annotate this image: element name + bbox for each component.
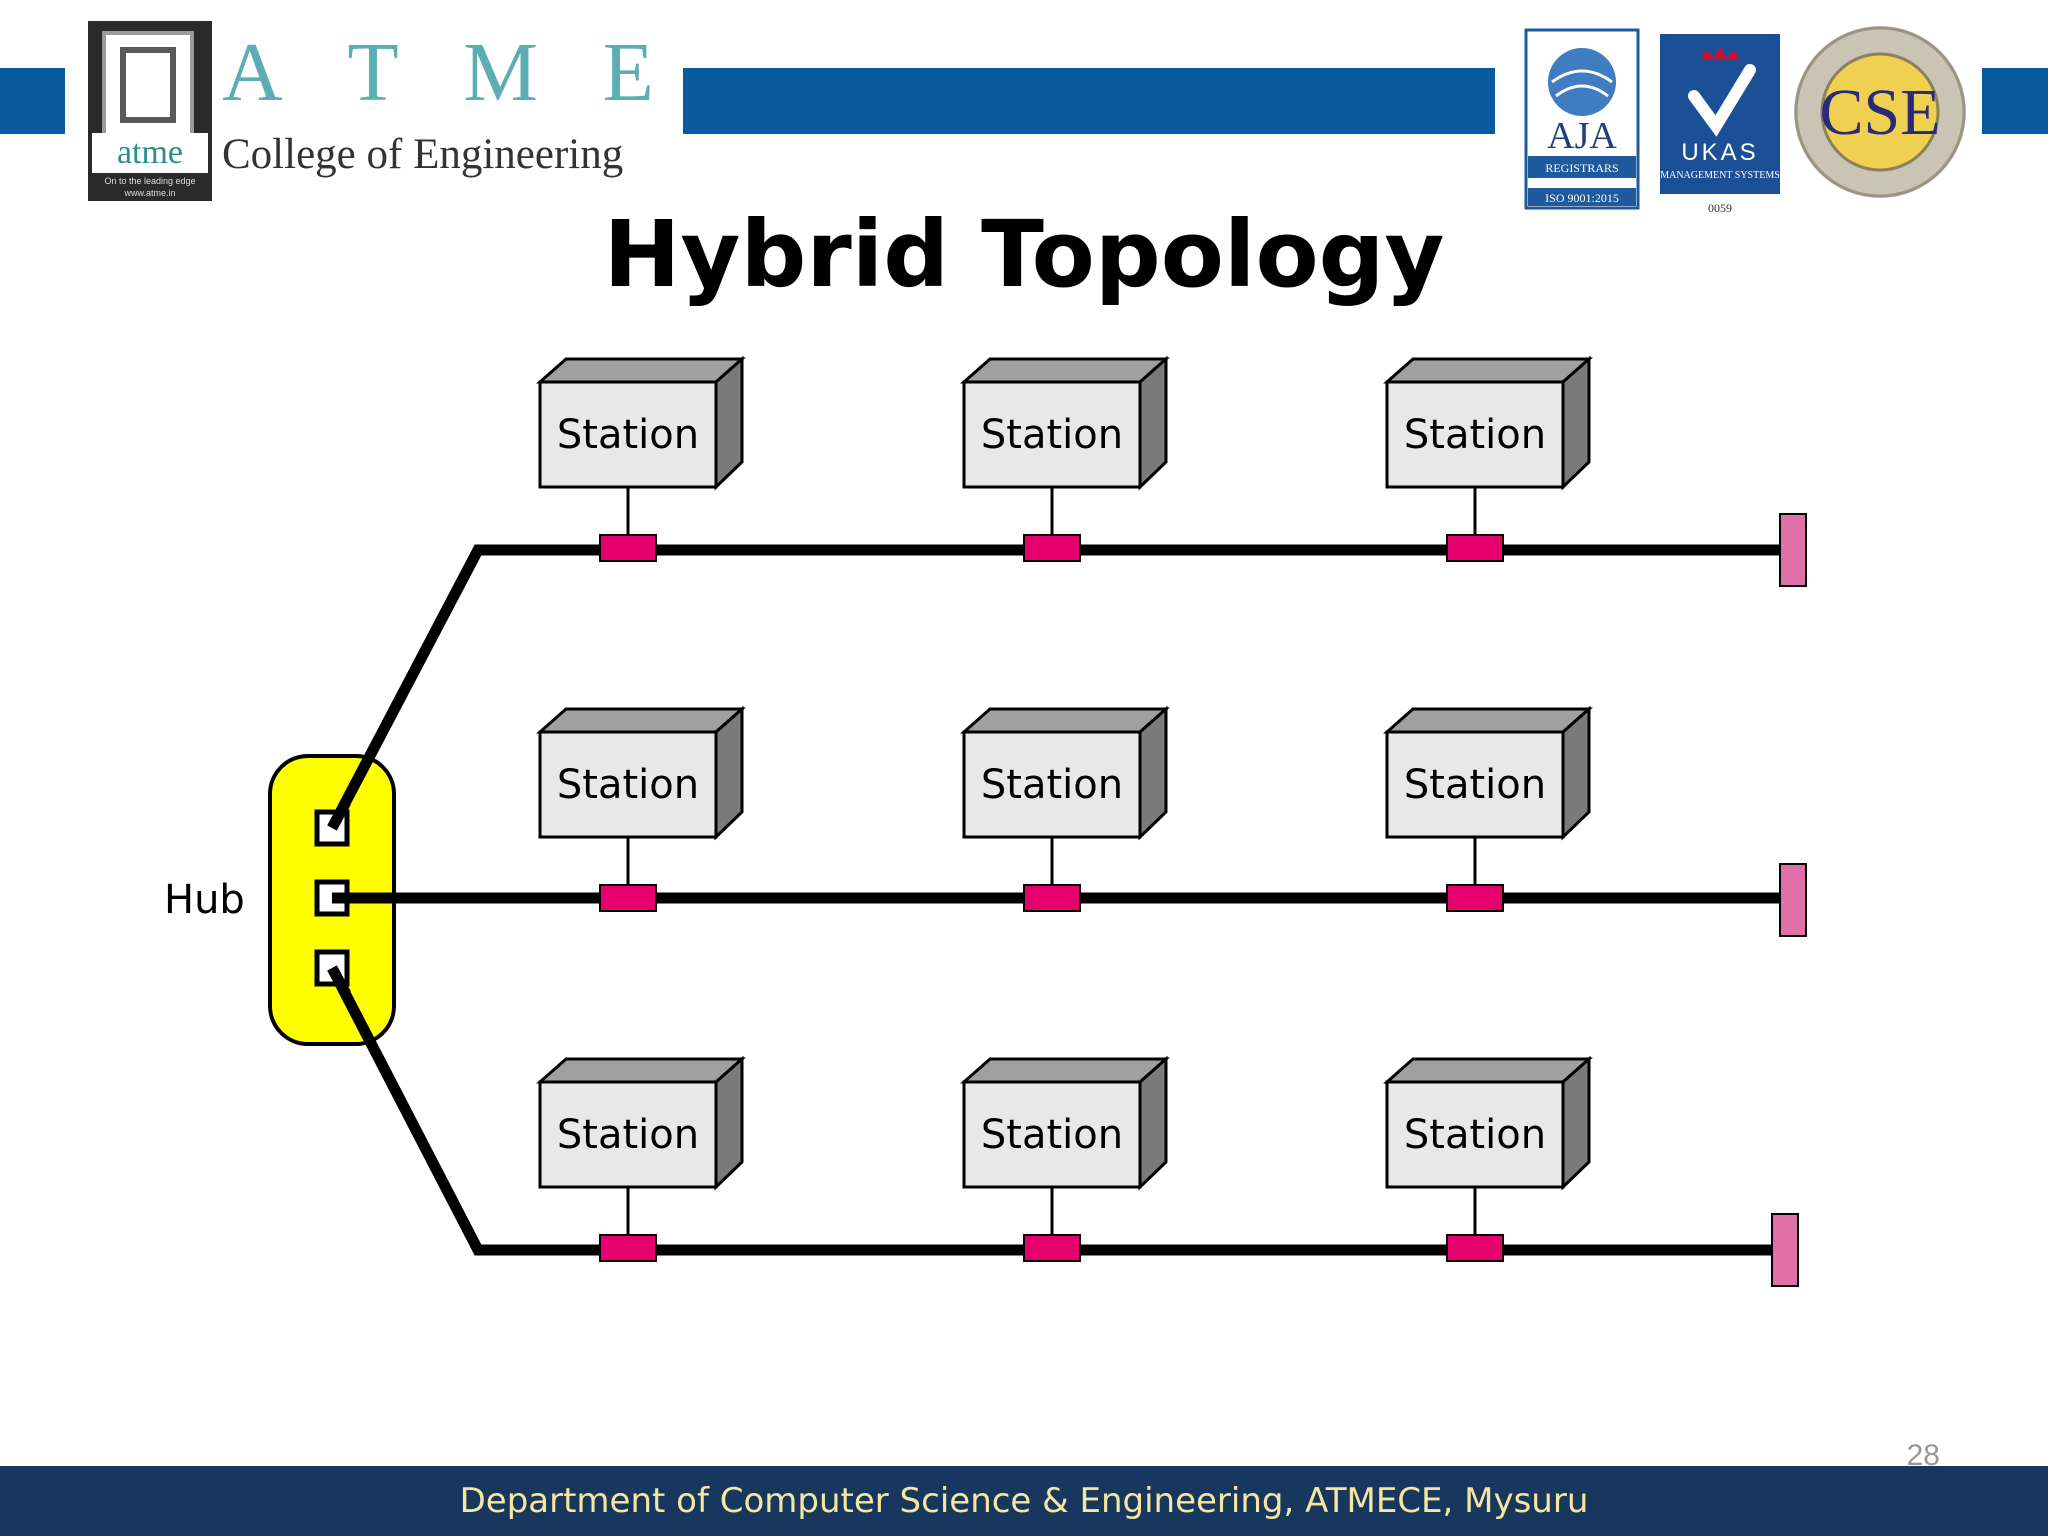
bus-tap xyxy=(1023,1234,1081,1262)
station-label: Station xyxy=(1404,412,1546,458)
hub-label: Hub xyxy=(164,877,245,923)
bus-tap xyxy=(1446,1234,1504,1262)
bus-tap xyxy=(1446,534,1504,562)
logo-tagline-text: On to the leading edge xyxy=(104,176,196,186)
station-label: Station xyxy=(557,412,699,458)
header-band-right xyxy=(1982,68,2048,134)
bus-tap xyxy=(1023,534,1081,562)
station: Station xyxy=(1383,1055,1593,1262)
station-label: Station xyxy=(1404,1112,1546,1158)
station-label: Station xyxy=(1404,762,1546,808)
logo-tagline: On to the leading edge www.atme.in xyxy=(88,175,212,199)
bus-tap xyxy=(1023,884,1081,912)
aja-badge: AJA REGISTRARS ISO 9001:2015 xyxy=(1524,28,1640,210)
station: Station xyxy=(960,1055,1170,1262)
bus-tap xyxy=(599,884,657,912)
letter-a: A xyxy=(222,26,283,119)
footer-text: Department of Computer Science & Enginee… xyxy=(459,1481,1589,1521)
bus-terminator-middle xyxy=(1779,863,1807,937)
station-label: Station xyxy=(557,762,699,808)
station: Station xyxy=(536,355,746,562)
bus-terminator-bottom xyxy=(1771,1213,1799,1287)
college-logo: atme On to the leading edge www.atme.in xyxy=(88,21,212,201)
station: Station xyxy=(960,355,1170,562)
ukas-text: UKAS xyxy=(1681,139,1758,166)
bus-cable-bottom xyxy=(327,965,1776,1256)
station: Station xyxy=(536,1055,746,1262)
college-name-letters: A T M E xyxy=(222,28,654,118)
bus-terminator-top xyxy=(1779,513,1807,587)
station-label: Station xyxy=(981,1112,1123,1158)
slide-title: Hybrid Topology xyxy=(603,201,1445,308)
station-label: Station xyxy=(557,1112,699,1158)
letter-e: E xyxy=(602,26,654,119)
header-band-left xyxy=(0,68,65,134)
ukas-sub: MANAGEMENT SYSTEMS xyxy=(1660,170,1780,181)
hub-port-2 xyxy=(314,879,350,917)
bus-cable-top xyxy=(327,544,1784,831)
college-name: College of Engineering xyxy=(222,131,624,178)
logo-word: atme xyxy=(92,133,208,173)
letter-m: M xyxy=(463,26,538,119)
header-badges: AJA REGISTRARS ISO 9001:2015 UKAS MANAGE… xyxy=(1524,26,1966,215)
cse-text: CSE xyxy=(1819,76,1940,149)
bus-tap xyxy=(599,534,657,562)
hub-port-1 xyxy=(314,809,350,847)
aja-text: AJA xyxy=(1547,115,1617,157)
ukas-num: 0059 xyxy=(1708,201,1732,215)
logo-frame-inner xyxy=(120,47,176,123)
header-band-middle xyxy=(683,68,1495,134)
station: Station xyxy=(1383,705,1593,912)
bus-tap xyxy=(599,1234,657,1262)
station: Station xyxy=(536,705,746,912)
station-label: Station xyxy=(981,762,1123,808)
station: Station xyxy=(1383,355,1593,562)
logo-frame xyxy=(102,31,194,139)
station-label: Station xyxy=(981,412,1123,458)
hub xyxy=(268,754,396,1046)
letter-t: T xyxy=(347,26,399,119)
station: Station xyxy=(960,705,1170,912)
hub-cable-join-3 xyxy=(327,965,351,997)
cse-logo: CSE xyxy=(1794,26,1966,198)
ukas-badge: UKAS MANAGEMENT SYSTEMS 0059 xyxy=(1660,34,1780,215)
footer-bar: Department of Computer Science & Enginee… xyxy=(0,1466,2048,1536)
hub-cable-join-1 xyxy=(327,799,351,831)
hub-port-3 xyxy=(314,949,350,987)
bus-tap xyxy=(1446,884,1504,912)
aja-sub: REGISTRARS xyxy=(1545,161,1618,175)
logo-url: www.atme.in xyxy=(124,188,176,198)
aja-iso: ISO 9001:2015 xyxy=(1545,191,1619,205)
